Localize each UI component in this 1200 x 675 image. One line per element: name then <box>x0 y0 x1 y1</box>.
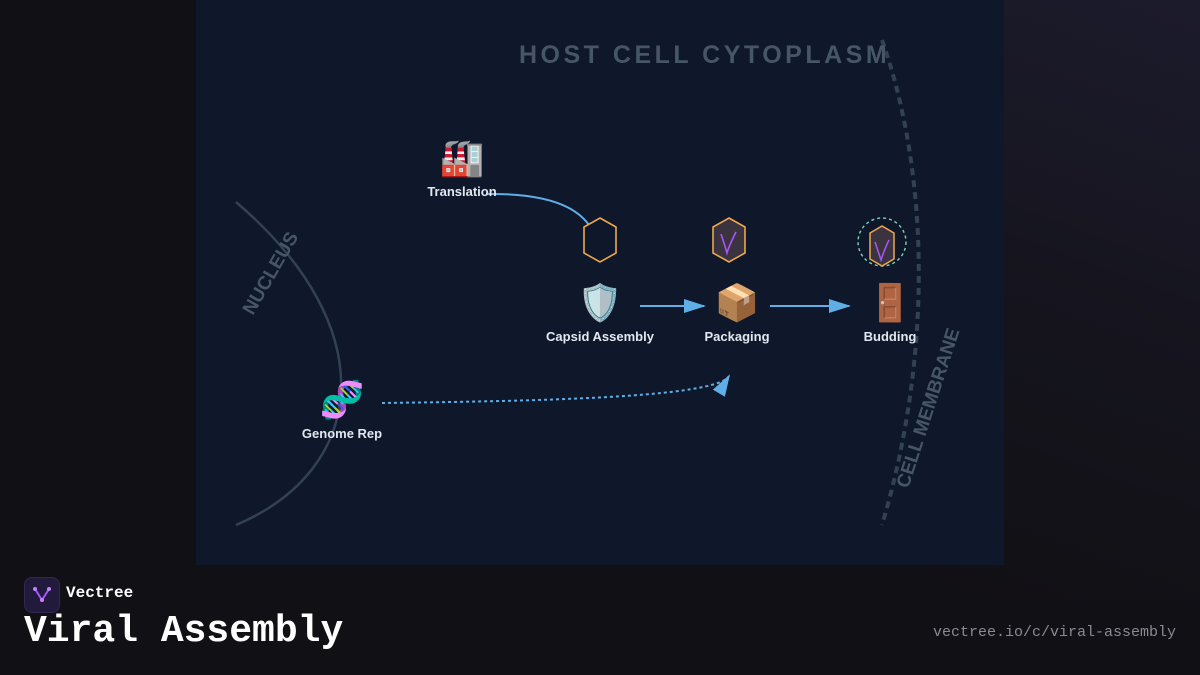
diagram-svg <box>235 39 921 527</box>
factory-icon: 🏭 <box>439 137 485 178</box>
nucleus-boundary <box>235 201 343 527</box>
diagram-canvas: HOST CELL CYTOPLASM NUCLEUS CELL MEMBRAN… <box>196 0 1004 565</box>
empty-capsid-icon <box>583 217 617 263</box>
door-icon: 🚪 <box>867 282 913 323</box>
dna-icon: 🧬 <box>319 379 365 420</box>
edge-translation-capsid <box>485 192 606 258</box>
node-label-translation: Translation <box>427 184 497 199</box>
vectree-logo-icon <box>24 577 60 613</box>
brand-name: Vectree <box>66 584 134 602</box>
cell-membrane-boundary <box>880 39 921 526</box>
filled-capsid-icon <box>712 217 746 263</box>
node-label-packaging: Packaging <box>704 329 770 344</box>
node-translation: 🏭 Translation <box>392 137 532 200</box>
node-capsid-assembly: 🛡️ Capsid Assembly <box>530 282 670 345</box>
node-genome-rep: 🧬 Genome Rep <box>272 379 412 442</box>
node-label-genome-rep: Genome Rep <box>301 426 383 441</box>
edge-genome-packaging <box>381 374 731 404</box>
cytoplasm-label: HOST CELL CYTOPLASM <box>519 41 891 69</box>
node-label-capsid-assembly: Capsid Assembly <box>546 329 654 344</box>
source-url[interactable]: vectree.io/c/viral-assembly <box>932 624 1176 641</box>
shield-icon: 🛡️ <box>577 282 623 323</box>
package-icon: 📦 <box>714 282 760 323</box>
node-packaging: 📦 Packaging <box>667 282 807 345</box>
node-label-budding: Budding <box>863 329 917 344</box>
page-title: Viral Assembly <box>24 610 344 653</box>
enveloped-virion-icon <box>857 217 907 267</box>
node-budding: 🚪 Budding <box>820 282 960 345</box>
